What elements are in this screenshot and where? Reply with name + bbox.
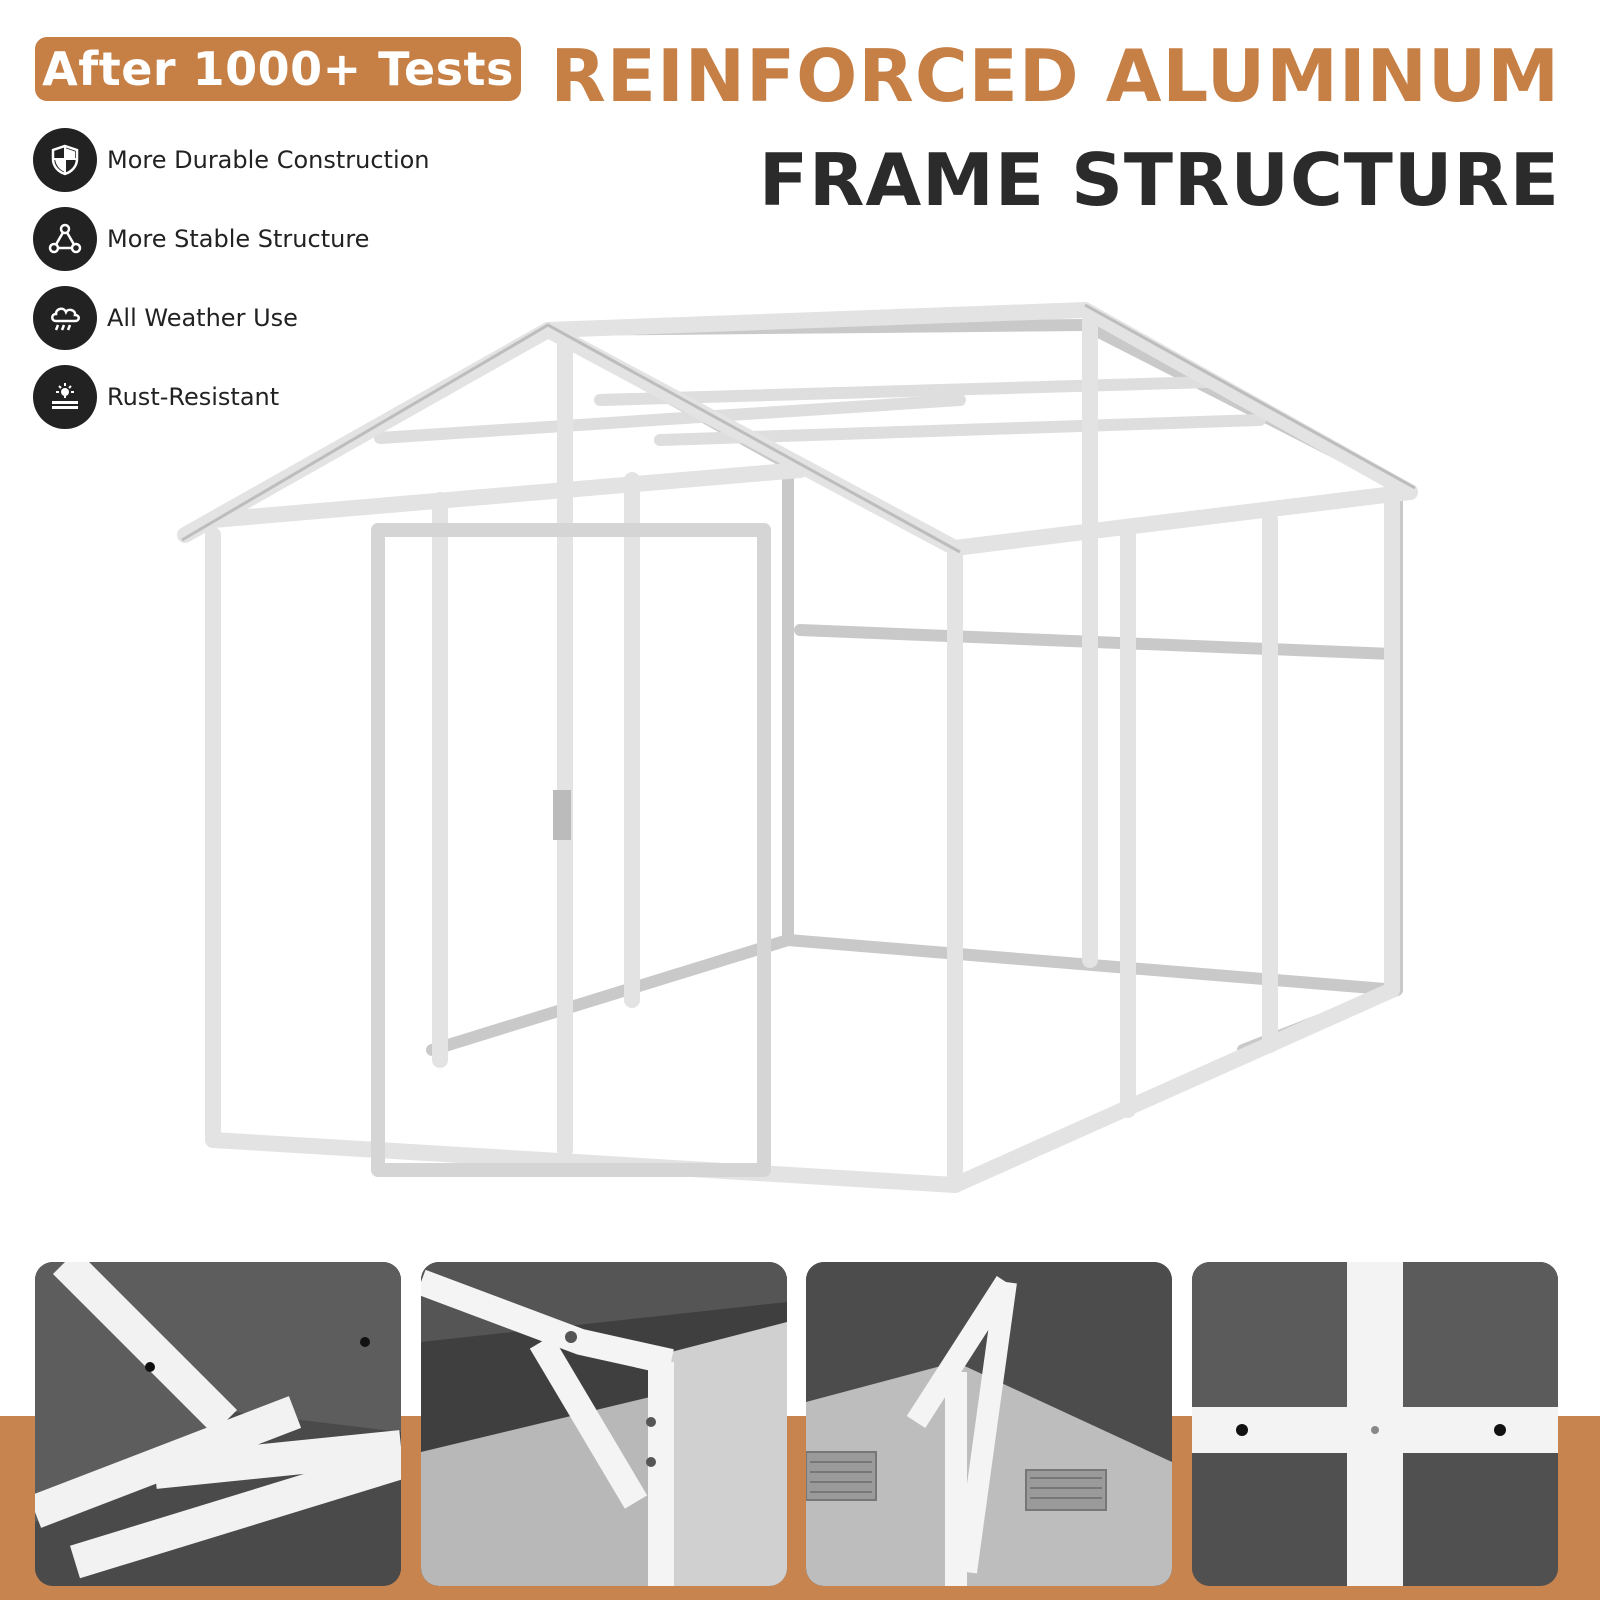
tests-badge: After 1000+ Tests	[35, 37, 521, 101]
feature-durable: More Durable Construction	[33, 127, 430, 193]
feature-label: All Weather Use	[107, 304, 298, 332]
shield-icon	[33, 128, 97, 192]
weather-cloud-icon	[33, 286, 97, 350]
tests-badge-text: After 1000+ Tests	[42, 42, 514, 96]
feature-rust: Rust-Resistant	[33, 364, 430, 430]
detail-photo-cross-joint	[1192, 1262, 1558, 1586]
feature-label: Rust-Resistant	[107, 383, 280, 411]
feature-label: More Stable Structure	[107, 225, 370, 253]
detail-photo-vents	[806, 1262, 1172, 1586]
detail-photo-corner-bracket	[421, 1262, 787, 1586]
feature-stable: More Stable Structure	[33, 206, 430, 272]
feature-label: More Durable Construction	[107, 146, 430, 174]
triangle-nodes-icon	[33, 207, 97, 271]
detail-photo-roof-joint	[35, 1262, 401, 1586]
shed-frame-illustration	[160, 280, 1420, 1220]
title-line-2: FRAME STRUCTURE	[758, 138, 1560, 222]
feature-list: More Durable Construction More Stable St…	[33, 127, 430, 443]
feature-weather: All Weather Use	[33, 285, 430, 351]
title-line-1: REINFORCED ALUMINUM	[550, 34, 1560, 118]
rust-resistant-icon	[33, 365, 97, 429]
